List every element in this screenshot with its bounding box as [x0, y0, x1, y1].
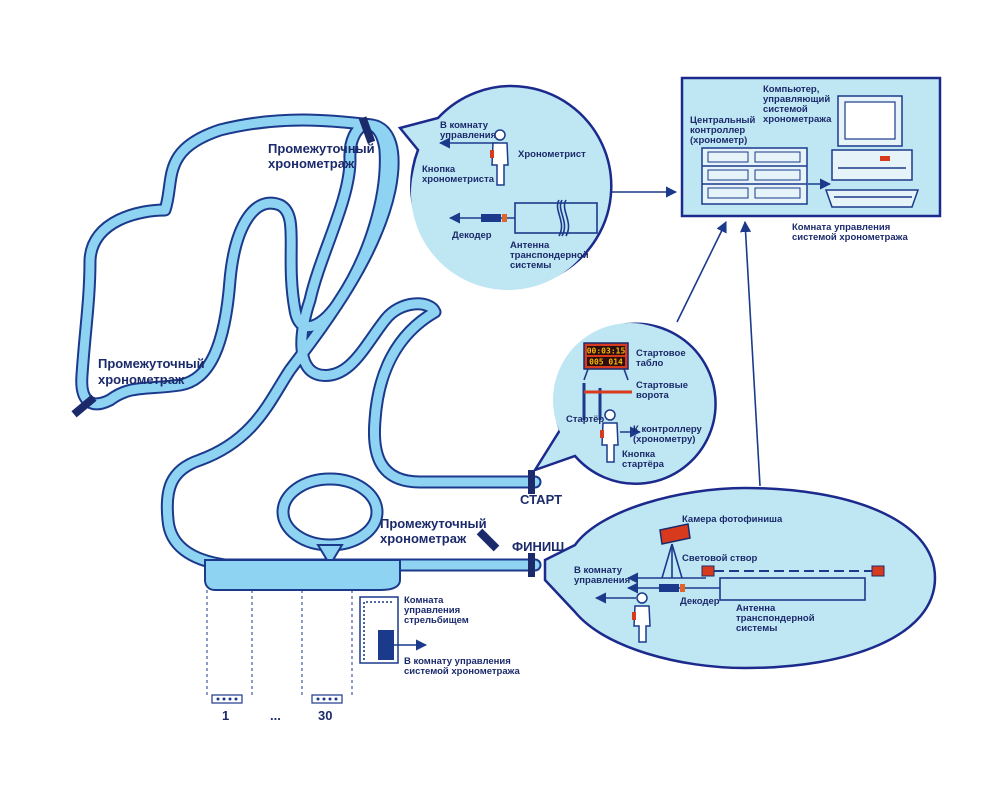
finish-marker: [528, 553, 535, 577]
antenna-1-line3: системы: [510, 260, 551, 271]
timing-marker-1: [358, 116, 376, 144]
lane-first-label: 1: [222, 708, 229, 723]
intermediate-label-3-line2: хронометраж: [380, 531, 467, 546]
controller-rack: [701, 147, 808, 205]
decoder-box-1: [481, 214, 501, 222]
intermediate-label-1-line1: Промежуточный: [268, 141, 375, 156]
controller-label-3: (хронометр): [690, 135, 747, 146]
shooting-room-3: стрельбищем: [404, 615, 469, 626]
timing-marker-2: [71, 394, 97, 418]
shooting-room-icon: [359, 596, 399, 664]
bubble-start: 00:03:15 005 014 Стартовое табло Стартов…: [532, 322, 717, 485]
scoreboard-label-1: Стартовое: [636, 348, 686, 359]
computer-label-2: управляющий: [763, 94, 830, 105]
timekeeper-button-2: хронометриста: [422, 174, 495, 185]
starter-label: Стартёр: [566, 414, 604, 425]
control-room-caption-2: системой хронометража: [792, 232, 908, 243]
control-room-caption-1: Комната управления: [792, 222, 890, 233]
computer-label-1: Компьютер,: [763, 84, 819, 95]
start-marker: [528, 470, 535, 494]
target-30: [311, 694, 343, 704]
light-gate-right: [871, 565, 885, 577]
antenna-loop-2: [719, 577, 866, 601]
arrow-finish-to-room: [739, 220, 761, 487]
timekeeper-label: Хронометрист: [518, 149, 586, 160]
control-room-panel: Компьютер, управляющий системой хрономет…: [680, 76, 942, 218]
bubble-intermediate: В комнату управления Хронометрист Кнопка…: [397, 84, 613, 290]
lane-last-label: 30: [318, 708, 332, 723]
to-controller-2: (хронометру): [633, 434, 695, 445]
intermediate-label-2-line2: хронометраж: [98, 372, 185, 387]
finish-judge-figure: [632, 592, 651, 643]
shooting-room-2: управления: [404, 605, 460, 616]
gate-label-1: Стартовые: [636, 380, 688, 391]
finish-label: ФИНИШ: [512, 539, 564, 554]
to-control-room-1: В комнату: [440, 120, 489, 131]
shooting-range: [204, 559, 401, 591]
intermediate-label-2-line1: Промежуточный: [98, 356, 205, 371]
to-timing-room-2: системой хронометража: [404, 666, 520, 677]
timing-marker-3: [476, 528, 500, 552]
antenna-loop-1: [514, 202, 598, 234]
scoreboard-label-2: табло: [636, 358, 663, 369]
target-1: [211, 694, 243, 704]
antenna-2-line1: Антенна: [736, 603, 776, 614]
start-scoreboard: 00:03:15 005 014: [583, 342, 629, 381]
arrow-start-to-room: [676, 220, 727, 323]
light-gate-label: Световой створ: [682, 553, 758, 564]
timekeeper-figure: [490, 129, 509, 186]
ski-track: [75, 113, 542, 591]
start-gate: [582, 383, 632, 420]
computer-icon: [824, 95, 920, 208]
starter-button-2: стартёра: [622, 459, 665, 470]
antenna-1-line2: транспондерной: [510, 250, 589, 261]
finish-to-room-1: В комнату: [574, 565, 623, 576]
computer-label-4: хронометража: [763, 114, 832, 125]
starter-figure: [600, 409, 619, 463]
light-gate-left: [701, 565, 715, 577]
decoder-label-1: Декодер: [452, 230, 492, 241]
camera-label: Камера фотофиниша: [682, 514, 783, 525]
finish-to-room-2: управления: [574, 575, 630, 586]
controller-label-1: Центральный: [690, 115, 756, 126]
shooting-lanes: [206, 590, 353, 704]
shooting-room-1: Комната: [404, 595, 444, 606]
to-timing-room-1: В комнату управления: [404, 656, 511, 667]
to-controller-1: К контроллеру: [633, 424, 703, 435]
antenna-1-line1: Антенна: [510, 240, 550, 251]
intermediate-label-3-line1: Промежуточный: [380, 516, 487, 531]
controller-label-2: контроллер: [690, 125, 745, 136]
computer-label-3: системой: [763, 104, 808, 115]
scoreboard-time: 00:03:15: [587, 347, 626, 356]
decoder-label-2: Декодер: [680, 596, 720, 607]
timekeeper-button-1: Кнопка: [422, 164, 456, 175]
start-label: СТАРТ: [520, 492, 562, 507]
decoder-box-2: [659, 584, 679, 592]
bubble-finish: Камера фотофиниша Световой створ В комна…: [543, 486, 937, 670]
antenna-2-line3: системы: [736, 623, 777, 634]
starter-button-1: Кнопка: [622, 449, 656, 460]
lane-dots-label: ...: [270, 708, 281, 723]
scoreboard-numbers: 005 014: [589, 358, 623, 367]
gate-label-2: ворота: [636, 390, 670, 401]
photo-finish-camera: [659, 523, 691, 579]
antenna-2-line2: транспондерной: [736, 613, 815, 624]
intermediate-label-1-line2: хронометраж: [268, 156, 355, 171]
to-control-room-2: управления: [440, 130, 496, 141]
